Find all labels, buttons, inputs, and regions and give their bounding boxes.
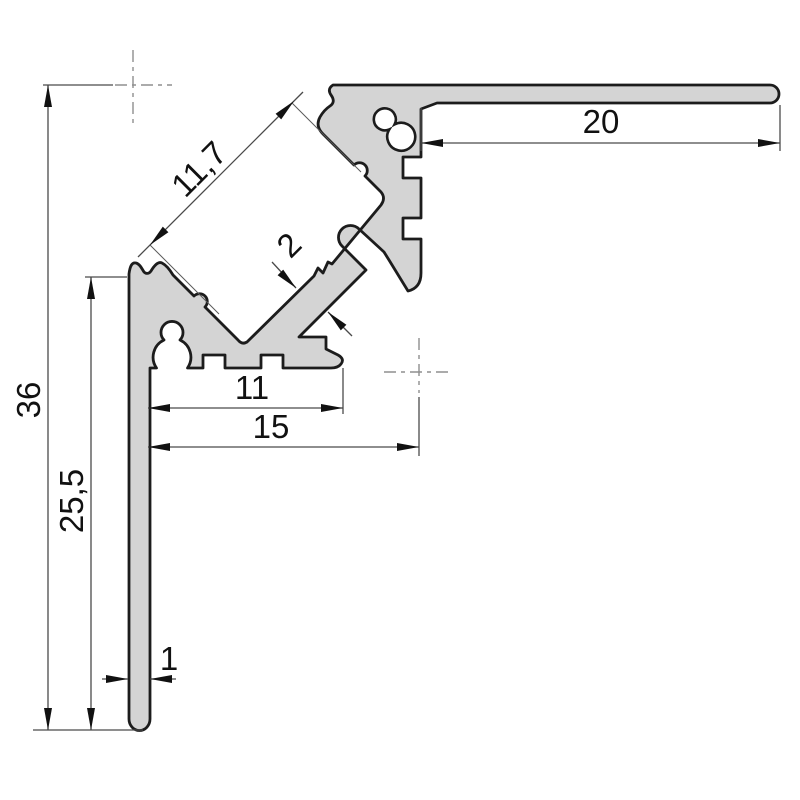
arrowhead-se	[277, 269, 296, 288]
dimension-base-inner: 11	[148, 368, 344, 414]
dimension-label-36: 36	[10, 382, 47, 419]
dimension-label-25-5: 25,5	[53, 469, 90, 533]
dimension-top-flange: 20	[420, 103, 781, 151]
arrowhead-ne	[275, 101, 294, 120]
arrowhead-right	[758, 139, 780, 147]
dimension-label-1: 1	[160, 640, 178, 677]
dimension-leg-height: 25,5	[53, 276, 127, 730]
dimension-label-11: 11	[235, 369, 269, 406]
center-mark-corner-outer	[115, 50, 172, 123]
dimension-label-2: 2	[269, 225, 308, 264]
witness-line-upper	[291, 102, 362, 173]
dimension-total-height: 36	[10, 84, 143, 731]
dimension-label-11-7: 11,7	[164, 134, 234, 204]
arrowhead-up	[87, 277, 95, 299]
arrowhead-left	[150, 675, 172, 683]
arrowhead-left	[148, 404, 170, 412]
screw-keyhole-top	[372, 107, 417, 152]
witness-line-lower	[149, 244, 220, 315]
arrowhead-left	[148, 443, 170, 451]
dimension-label-15: 15	[253, 408, 290, 445]
arrowhead-nw	[328, 312, 347, 331]
arrowhead-right	[321, 404, 343, 412]
dimension-base-outer: 15	[148, 397, 420, 456]
arrowhead-left	[421, 139, 443, 147]
dimension-leg-thickness: 1	[102, 640, 178, 683]
dimension-label-20: 20	[583, 103, 620, 140]
arrowhead-right	[397, 443, 419, 451]
profile-body	[127, 83, 781, 732]
arrowhead-up	[44, 85, 52, 107]
arrowhead-right	[106, 675, 128, 683]
profile-outline-path	[127, 83, 781, 732]
arrowhead-down	[44, 708, 52, 730]
arrowhead-down	[87, 708, 95, 730]
arrowhead-sw	[150, 226, 169, 245]
center-mark-corner-inner	[384, 338, 452, 393]
